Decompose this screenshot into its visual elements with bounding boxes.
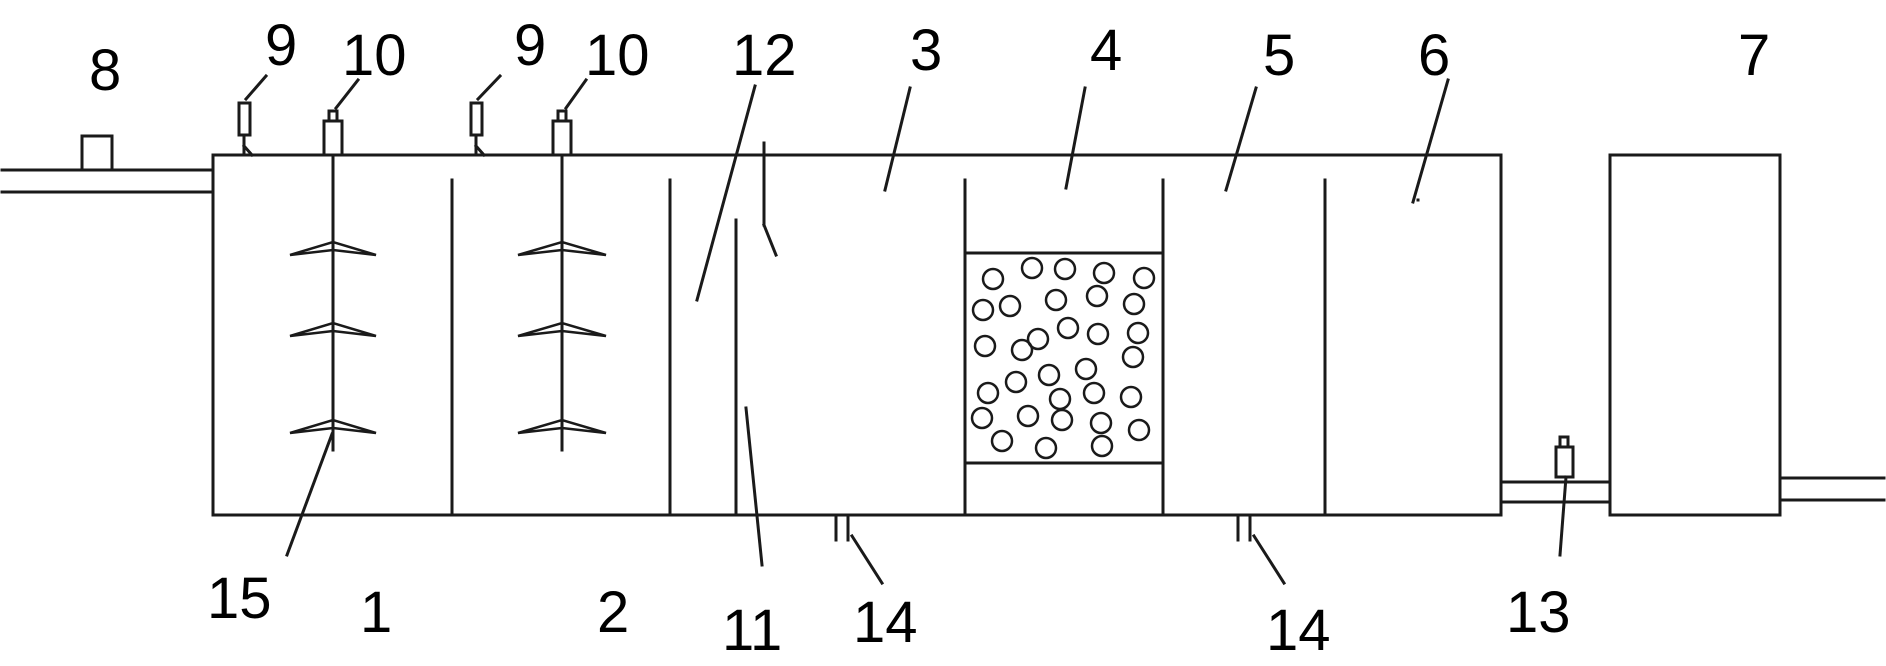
label-5: 5: [1263, 23, 1295, 88]
label-8: 8: [89, 38, 121, 103]
outlet-pipe: [1778, 476, 1886, 502]
leader-lines: [243, 73, 1568, 586]
label-2: 2: [597, 580, 629, 645]
label-13: 13: [1506, 580, 1571, 645]
label-11: 11: [722, 598, 782, 663]
storage-tank: [1608, 153, 1782, 517]
label-4: 4: [1090, 18, 1122, 83]
main-tank: [211, 153, 1503, 517]
label-15: 15: [207, 566, 272, 631]
label-9a: 9: [265, 13, 297, 78]
label-14b: 14: [1266, 598, 1331, 663]
stirrer-1: [289, 109, 377, 452]
label-1: 1: [360, 580, 392, 645]
label-12: 12: [732, 23, 797, 88]
filter-media-bed: [963, 251, 1165, 465]
stirrer-2: [517, 109, 607, 452]
label-10b: 10: [585, 23, 650, 88]
inlet-pump: [80, 134, 114, 172]
dosing-sensor-1: [237, 101, 255, 158]
drain-valve-2: [1236, 513, 1252, 542]
tank-partitions: [450, 141, 1327, 517]
label-6: 6: [1418, 23, 1450, 88]
label-3: 3: [910, 18, 942, 83]
pipe-pump: [1554, 435, 1575, 479]
dosing-sensor-2: [469, 101, 487, 158]
label-9b: 9: [514, 13, 546, 78]
label-7: 7: [1738, 23, 1770, 88]
connecting-pipe: [1499, 480, 1612, 504]
label-14a: 14: [853, 590, 918, 655]
inlet-pipe: [0, 168, 215, 194]
label-10a: 10: [342, 23, 407, 88]
drain-valve-1: [834, 513, 850, 542]
